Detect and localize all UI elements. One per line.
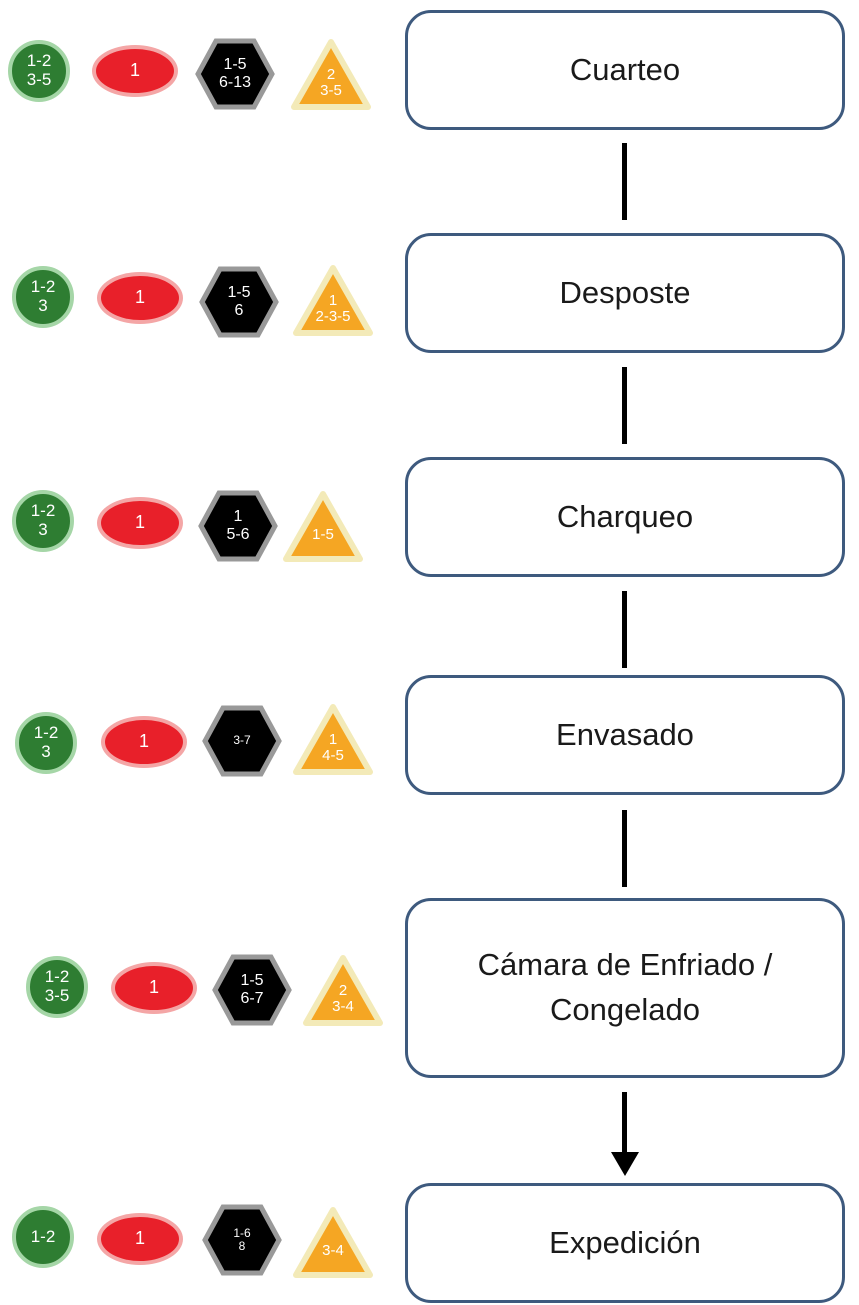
step-label: Cuarteo	[569, 51, 681, 87]
red-oval-symbol: 1	[101, 716, 187, 768]
step-box-camara: Cámara de Enfriado / Congelado	[405, 898, 845, 1078]
step-box-charqueo: Charqueo	[405, 457, 845, 577]
red-oval-symbol: 1	[92, 45, 178, 97]
red-oval-symbol: 1	[97, 497, 183, 549]
step-box-envasado: Envasado	[405, 675, 845, 795]
black-hexagon-symbol: 1-5 6-13	[195, 38, 275, 110]
step-box-cuarteo: Cuarteo	[405, 10, 845, 130]
green-circle-symbol: 1-2 3	[12, 490, 74, 552]
red-oval-symbol: 1	[111, 962, 197, 1014]
black-hexagon-symbol: 1-5 6-7	[212, 954, 292, 1026]
arrow-down-icon	[611, 1152, 639, 1176]
orange-triangle-symbol: 2 3-5	[290, 38, 372, 110]
green-circle-symbol: 1-2 3	[15, 712, 77, 774]
red-oval-symbol: 1	[97, 272, 183, 324]
black-hexagon-symbol: 3-7	[202, 705, 282, 777]
green-circle-symbol: 1-2	[12, 1206, 74, 1268]
black-hexagon-symbol: 1-5 6	[199, 266, 279, 338]
step-box-expedicion: Expedición	[405, 1183, 845, 1303]
orange-triangle-symbol: 2 3-4	[302, 954, 384, 1026]
orange-triangle-symbol: 1 4-5	[292, 703, 374, 775]
black-hexagon-symbol: 1 5-6	[198, 490, 278, 562]
step-box-desposte: Desposte	[405, 233, 845, 353]
step-label: Expedición	[549, 1224, 701, 1260]
red-oval-symbol: 1	[97, 1213, 183, 1265]
connector-line	[622, 591, 627, 668]
green-circle-symbol: 1-2 3	[12, 266, 74, 328]
connector-line	[622, 1092, 627, 1156]
orange-triangle-symbol: 1 2-3-5	[292, 264, 374, 336]
step-label: Cámara de Enfriado / Congelado	[477, 947, 773, 1027]
step-label: Envasado	[556, 716, 694, 752]
green-circle-symbol: 1-2 3-5	[8, 40, 70, 102]
connector-line	[622, 810, 627, 887]
orange-triangle-symbol: 3-4	[292, 1206, 374, 1278]
step-label: Charqueo	[556, 498, 694, 534]
orange-triangle-symbol: 1-5	[282, 490, 364, 562]
connector-line	[622, 367, 627, 444]
black-hexagon-symbol: 1-6 8	[202, 1204, 282, 1276]
connector-line	[622, 143, 627, 220]
green-circle-symbol: 1-2 3-5	[26, 956, 88, 1018]
step-label: Desposte	[559, 274, 691, 310]
